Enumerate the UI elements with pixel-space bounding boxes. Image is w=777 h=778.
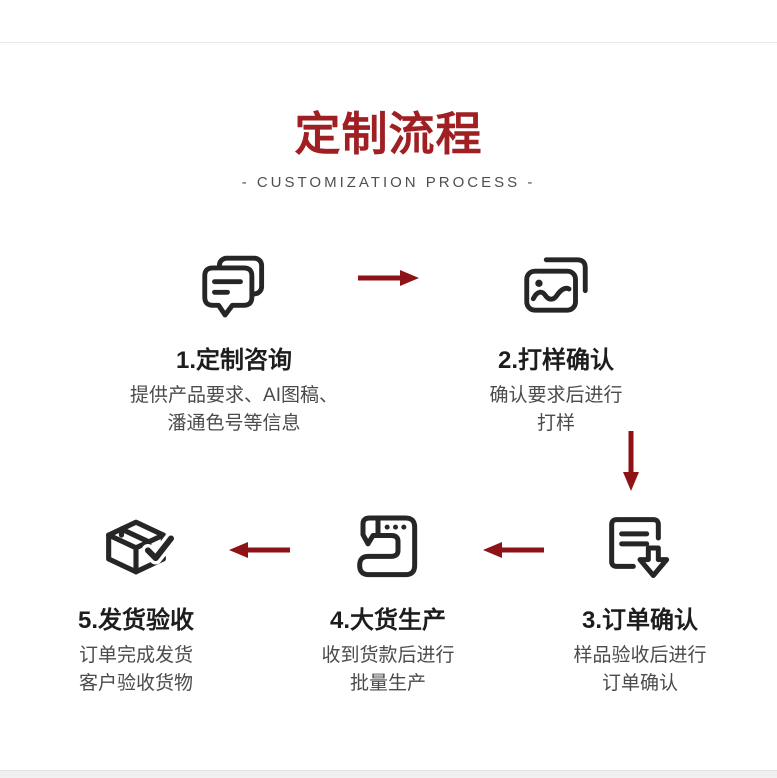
step-1-consultation: 1.定制咨询 提供产品要求、AI图稿、 潘通色号等信息 bbox=[104, 248, 364, 438]
step-desc-line: 订单确认 bbox=[601, 673, 678, 694]
step-2-sampling: 2.打样确认 确认要求后进行 打样 bbox=[426, 248, 686, 438]
step-desc-line: 确认要求后进行 bbox=[489, 385, 623, 406]
step-desc-line: 客户验收货物 bbox=[78, 673, 193, 694]
arrow-right-icon bbox=[358, 269, 420, 287]
step-desc: 样品验收后进行 订单确认 bbox=[510, 642, 770, 698]
step-desc-line: 潘通色号等信息 bbox=[167, 413, 301, 434]
chat-bubbles-icon bbox=[104, 248, 364, 328]
arrow-left-icon bbox=[228, 541, 290, 559]
step-title: 3.订单确认 bbox=[581, 607, 698, 634]
page-subtitle: - CUSTOMIZATION PROCESS - bbox=[241, 174, 536, 191]
top-divider bbox=[0, 42, 777, 43]
step-desc-line: 样品验收后进行 bbox=[573, 645, 707, 666]
step-desc: 收到货款后进行 批量生产 bbox=[258, 642, 518, 698]
step-desc: 确认要求后进行 打样 bbox=[426, 382, 686, 438]
step-title: 4.大货生产 bbox=[329, 607, 446, 634]
step-5-delivery-acceptance: 5.发货验收 订单完成发货 客户验收货物 bbox=[6, 508, 266, 698]
arrow-down-icon bbox=[622, 431, 640, 491]
step-desc-line: 提供产品要求、AI图稿、 bbox=[130, 385, 338, 406]
step-desc-line: 打样 bbox=[536, 413, 575, 434]
step-title: 2.打样确认 bbox=[497, 347, 614, 374]
step-desc: 提供产品要求、AI图稿、 潘通色号等信息 bbox=[104, 382, 364, 438]
sewing-machine-icon bbox=[258, 508, 518, 588]
step-3-order-confirm: 3.订单确认 样品验收后进行 订单确认 bbox=[510, 508, 770, 698]
step-title: 1.定制咨询 bbox=[175, 347, 292, 374]
page-title: 定制流程 bbox=[294, 108, 483, 160]
package-check-icon bbox=[6, 508, 266, 588]
step-desc-line: 订单完成发货 bbox=[78, 645, 193, 666]
step-title: 5.发货验收 bbox=[77, 607, 194, 634]
step-desc: 订单完成发货 客户验收货物 bbox=[6, 642, 266, 698]
step-desc-line: 收到货款后进行 bbox=[321, 645, 455, 666]
bottom-section-edge bbox=[0, 770, 777, 778]
step-desc-line: 批量生产 bbox=[349, 673, 426, 694]
sample-photos-icon bbox=[426, 248, 686, 328]
order-download-icon bbox=[510, 508, 770, 588]
arrow-left-icon bbox=[482, 541, 544, 559]
step-4-bulk-production: 4.大货生产 收到货款后进行 批量生产 bbox=[258, 508, 518, 698]
